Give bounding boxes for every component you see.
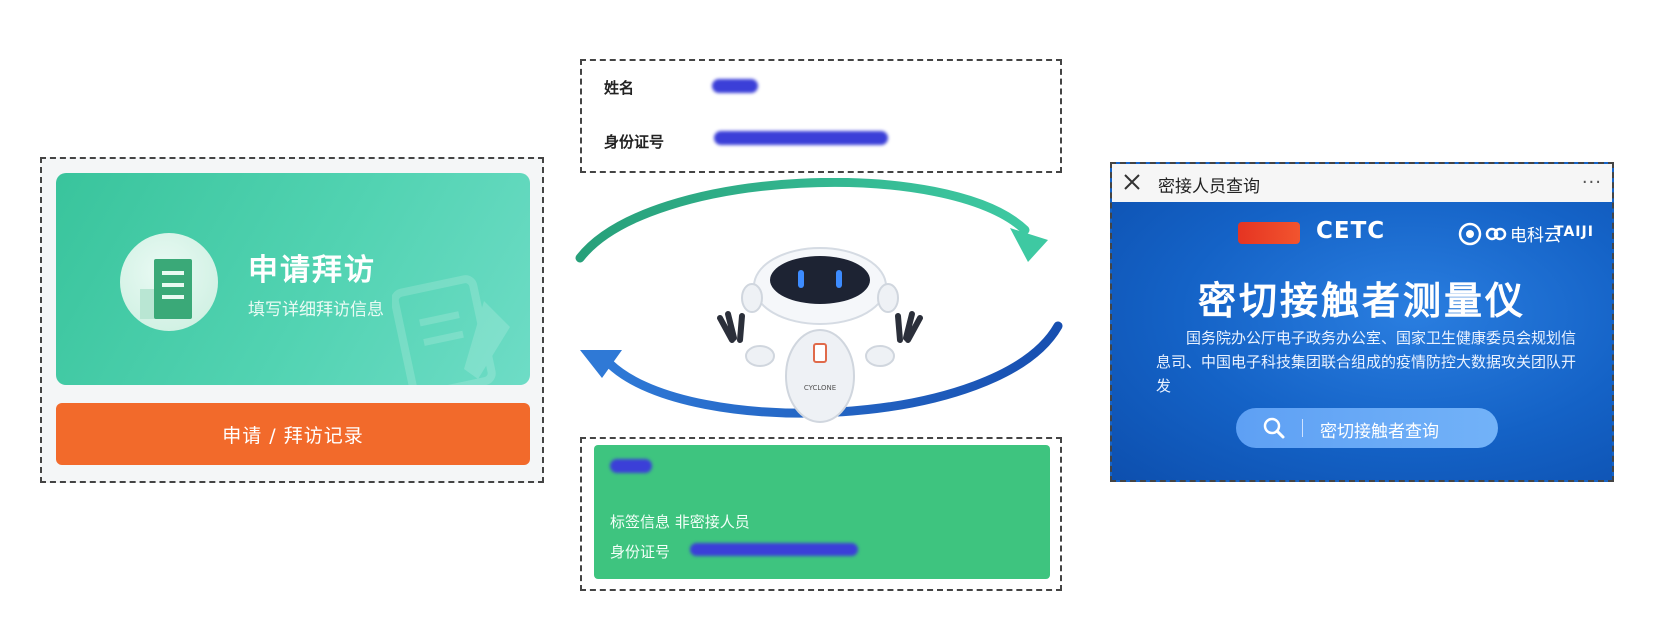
- form-watermark-icon: [392, 275, 510, 385]
- apply-visit-title: 申请拜访: [248, 253, 376, 288]
- query-button-label: 密切接触者查询: [1320, 422, 1439, 442]
- partner-logo-row: CETC 电科云 TAIJI: [1112, 216, 1612, 248]
- more-options-icon[interactable]: ···: [1581, 172, 1602, 193]
- svg-text:CYCLONE: CYCLONE: [804, 384, 836, 392]
- id-number-label: 身份证号: [604, 133, 665, 151]
- query-main-title: 密切接触者测量仪: [1197, 279, 1526, 323]
- taiji-logo: TAIJI: [1554, 224, 1594, 240]
- apply-visit-record-button[interactable]: 申请 / 拜访记录: [56, 403, 530, 465]
- tag-id-number-redacted-value: [690, 543, 858, 556]
- document-icon: [120, 233, 218, 331]
- query-header-title: 密接人员查询: [1158, 177, 1260, 197]
- contact-query-panel: 密接人员查询 ··· CETC 电科云 TAIJI 密切接触者测量仪 国务院办公…: [1110, 162, 1614, 482]
- cloud-logo-text: 电科云: [1510, 226, 1561, 246]
- id-number-redacted-value: [714, 131, 888, 145]
- robot-mascot: CYCLONE: [717, 247, 923, 423]
- cloud-logo-icon: [1485, 227, 1507, 241]
- query-body: CETC 电科云 TAIJI 密切接触者测量仪 国务院办公厅电子政务办公室、国家…: [1112, 202, 1612, 480]
- tag-result-panel: 标签信息 非密接人员 身份证号: [580, 437, 1062, 591]
- robot-cycle-graphic: CYCLONE: [575, 178, 1063, 423]
- red-brand-logo: [1238, 222, 1300, 244]
- cetc-logo: CETC: [1316, 218, 1386, 244]
- apply-visit-subtitle: 填写详细拜访信息: [248, 300, 384, 320]
- tag-id-number-label: 身份证号: [610, 543, 671, 561]
- apply-visit-card[interactable]: 申请拜访 填写详细拜访信息: [56, 173, 530, 385]
- tag-name-redacted-value: [610, 459, 652, 473]
- top-arrow-head: [1010, 228, 1048, 262]
- search-icon: [1263, 417, 1285, 439]
- top-cycle-arrow: [575, 178, 1030, 263]
- name-label: 姓名: [604, 79, 635, 97]
- identity-input-panel: 姓名 身份证号: [580, 59, 1062, 173]
- query-description: 国务院办公厅电子政务办公室、国家卫生健康委员会规划信息司、中国电子科技集团联合组…: [1156, 329, 1577, 395]
- query-header-bar: 密接人员查询 ···: [1112, 164, 1612, 202]
- tag-result-card: 标签信息 非密接人员 身份证号: [594, 445, 1050, 579]
- visit-panel: 申请拜访 填写详细拜访信息 申请 / 拜访记录: [40, 157, 544, 483]
- bottom-arrow-head: [580, 350, 622, 378]
- close-icon[interactable]: [1122, 172, 1142, 192]
- button-divider: [1302, 419, 1303, 437]
- contact-query-button[interactable]: 密切接触者查询: [1236, 408, 1498, 448]
- tag-info-label: 标签信息 非密接人员: [610, 513, 750, 531]
- name-redacted-value: [712, 79, 758, 93]
- circle-logo-icon: [1458, 222, 1482, 246]
